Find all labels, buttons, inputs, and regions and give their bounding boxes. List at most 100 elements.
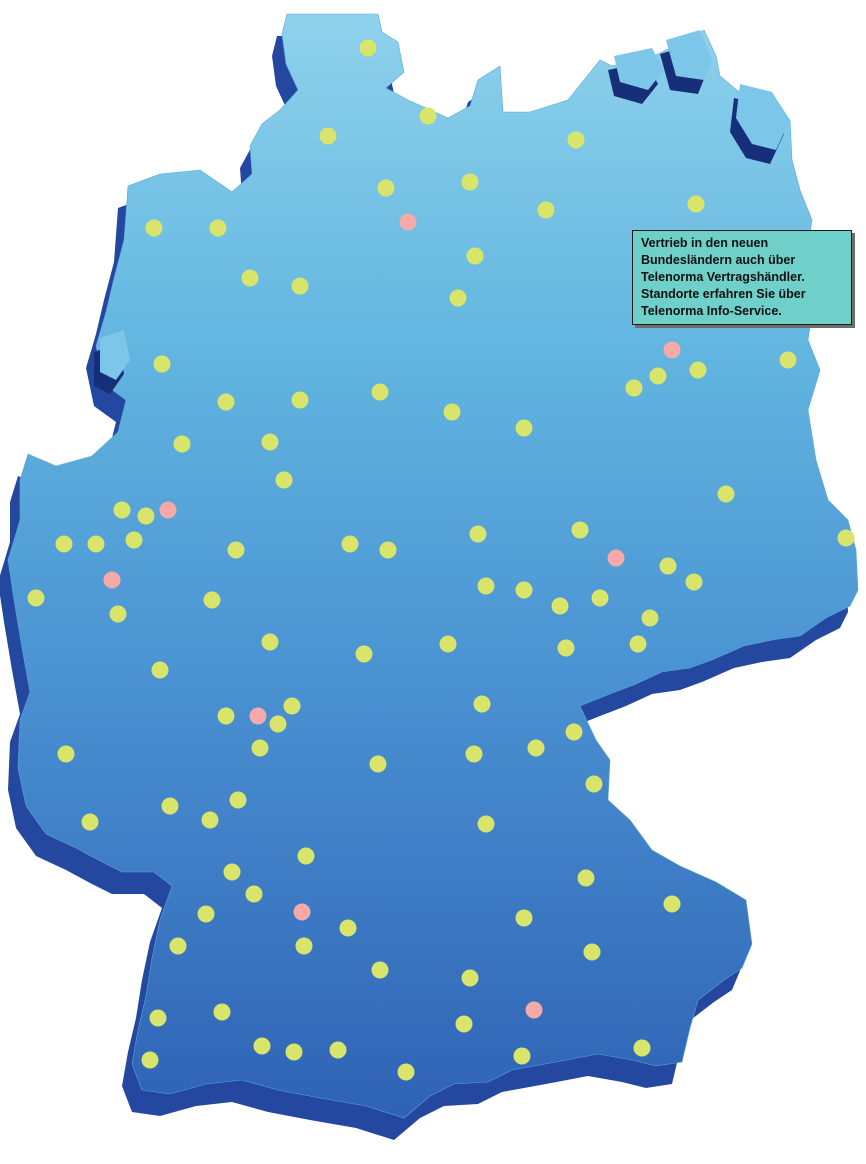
dealer-location-marker <box>251 739 269 757</box>
branch-location-marker <box>293 903 311 921</box>
marker-layer <box>27 39 855 1081</box>
dealer-location-marker <box>397 1063 415 1081</box>
dealer-location-marker <box>137 507 155 525</box>
branch-location-marker <box>159 501 177 519</box>
dealer-location-marker <box>209 219 227 237</box>
dealer-location-marker <box>455 1015 473 1033</box>
dealer-location-marker <box>537 201 555 219</box>
info-line: Standorte erfahren Sie über <box>641 287 806 301</box>
dealer-location-marker <box>261 433 279 451</box>
dealer-location-marker <box>87 535 105 553</box>
branch-location-marker <box>103 571 121 589</box>
dealer-location-marker <box>319 127 337 145</box>
dealer-location-marker <box>153 355 171 373</box>
dealer-location-marker <box>377 179 395 197</box>
dealer-location-marker <box>269 715 287 733</box>
dealer-location-marker <box>513 1047 531 1065</box>
dealer-location-marker <box>329 1041 347 1059</box>
island <box>666 30 712 80</box>
dealer-location-marker <box>173 435 191 453</box>
branch-location-marker <box>607 549 625 567</box>
dealer-location-marker <box>245 885 263 903</box>
dealer-location-marker <box>125 531 143 549</box>
dealer-location-marker <box>355 645 373 663</box>
dealer-location-marker <box>439 635 457 653</box>
dealer-location-marker <box>145 219 163 237</box>
dealer-location-marker <box>283 697 301 715</box>
info-box: Vertrieb in den neuen Bundesländern auch… <box>632 230 852 325</box>
dealer-location-marker <box>515 419 533 437</box>
dealer-location-marker <box>567 131 585 149</box>
branch-location-marker <box>399 213 417 231</box>
dealer-location-marker <box>359 39 377 57</box>
dealer-location-marker <box>379 541 397 559</box>
dealer-location-marker <box>551 597 569 615</box>
dealer-location-marker <box>641 609 659 627</box>
dealer-location-marker <box>201 811 219 829</box>
branch-location-marker <box>249 707 267 725</box>
dealer-location-marker <box>591 589 609 607</box>
info-line: Telenorma Info-Service. <box>641 304 782 318</box>
dealer-location-marker <box>461 969 479 987</box>
dealer-location-marker <box>217 707 235 725</box>
dealer-location-marker <box>27 589 45 607</box>
dealer-location-marker <box>291 391 309 409</box>
dealer-location-marker <box>213 1003 231 1021</box>
dealer-location-marker <box>565 723 583 741</box>
dealer-location-marker <box>633 1039 651 1057</box>
dealer-location-marker <box>649 367 667 385</box>
dealer-location-marker <box>223 863 241 881</box>
info-line: Vertrieb in den neuen <box>641 236 769 250</box>
island <box>100 330 130 380</box>
dealer-location-marker <box>419 107 437 125</box>
dealer-location-marker <box>369 755 387 773</box>
dealer-location-marker <box>577 869 595 887</box>
dealer-location-marker <box>291 277 309 295</box>
dealer-location-marker <box>339 919 357 937</box>
dealer-location-marker <box>477 577 495 595</box>
dealer-location-marker <box>473 695 491 713</box>
dealer-location-marker <box>371 383 389 401</box>
dealer-location-marker <box>625 379 643 397</box>
dealer-location-marker <box>663 895 681 913</box>
dealer-location-marker <box>217 393 235 411</box>
dealer-location-marker <box>203 591 221 609</box>
dealer-location-marker <box>341 535 359 553</box>
info-line: Bundesländern auch über <box>641 253 796 267</box>
dealer-location-marker <box>659 557 677 575</box>
dealer-location-marker <box>161 797 179 815</box>
dealer-location-marker <box>469 525 487 543</box>
dealer-location-marker <box>55 535 73 553</box>
info-line: Telenorma Vertragshändler. <box>641 270 805 284</box>
dealer-location-marker <box>169 937 187 955</box>
island <box>736 84 790 150</box>
dealer-location-marker <box>629 635 647 653</box>
map-islands <box>94 30 790 394</box>
dealer-location-marker <box>241 269 259 287</box>
branch-location-marker <box>525 1001 543 1019</box>
dealer-location-marker <box>229 791 247 809</box>
dealer-location-marker <box>57 745 75 763</box>
dealer-location-marker <box>837 529 855 547</box>
dealer-location-marker <box>443 403 461 421</box>
dealer-location-marker <box>297 847 315 865</box>
dealer-location-marker <box>371 961 389 979</box>
dealer-location-marker <box>685 573 703 591</box>
dealer-location-marker <box>151 661 169 679</box>
dealer-location-marker <box>515 909 533 927</box>
dealer-location-marker <box>449 289 467 307</box>
dealer-location-marker <box>571 521 589 539</box>
dealer-location-marker <box>583 943 601 961</box>
dealer-location-marker <box>285 1043 303 1061</box>
dealer-location-marker <box>81 813 99 831</box>
dealer-location-marker <box>779 351 797 369</box>
dealer-location-marker <box>687 195 705 213</box>
island <box>614 48 664 90</box>
dealer-location-marker <box>466 247 484 265</box>
dealer-location-marker <box>227 541 245 559</box>
dealer-location-marker <box>557 639 575 657</box>
dealer-location-marker <box>295 937 313 955</box>
branch-location-marker <box>663 341 681 359</box>
dealer-location-marker <box>109 605 127 623</box>
